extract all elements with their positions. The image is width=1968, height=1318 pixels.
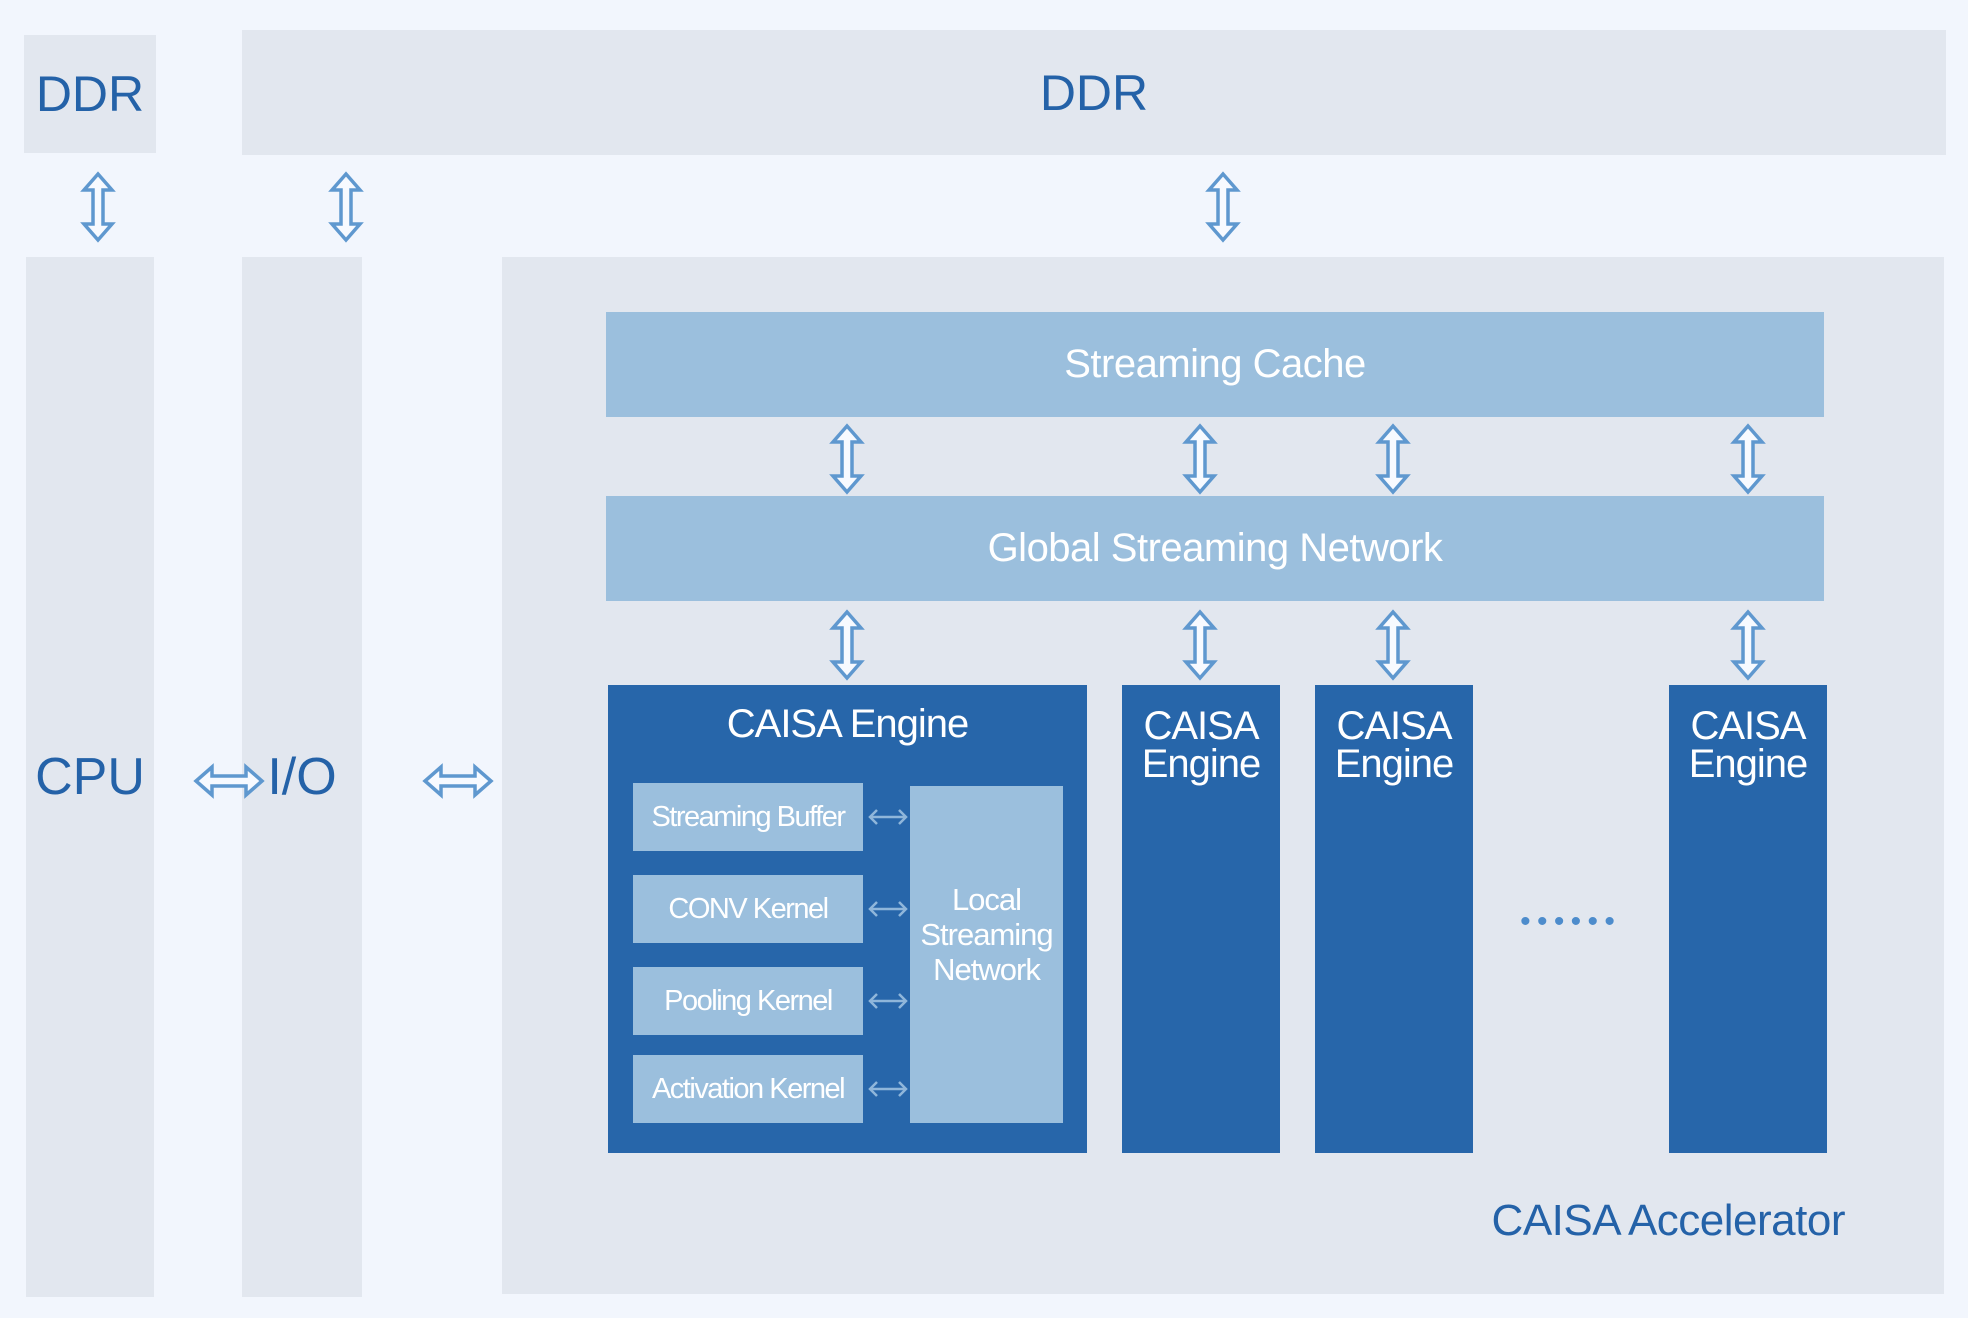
caisa-engine-main: CAISA Engine Streaming Buffer CONV Kerne… [608, 685, 1087, 1153]
vertical-double-arrow-icon [831, 610, 863, 680]
local-network-label: Local Streaming Network [920, 882, 1053, 987]
streaming-cache-label: Streaming Cache [1064, 342, 1366, 386]
small-arrows [868, 809, 908, 1097]
vertical-double-arrow-icon [1732, 424, 1764, 494]
double-arrow-icon [868, 809, 908, 825]
ddr-main-box: DDR [242, 30, 1946, 155]
engine-2-title: CAISA Engine [1141, 704, 1262, 786]
engine-main-title: CAISA Engine [726, 702, 970, 746]
vertical-double-arrow-icon [831, 424, 863, 494]
caisa-engine-2: CAISA Engine [1122, 685, 1280, 1153]
global-streaming-network: Global Streaming Network [606, 496, 1824, 601]
io-box: I/O [242, 257, 362, 1297]
engine-3-title: CAISA Engine [1334, 704, 1455, 786]
vertical-double-arrow-icon [82, 172, 114, 242]
vertical-double-arrow-icon [1184, 424, 1216, 494]
ddr-left-label: DDR [35, 66, 145, 122]
module-activation-kernel: Activation Kernel [633, 1055, 863, 1123]
double-arrow-icon [868, 1081, 908, 1097]
io-label: I/O [267, 748, 337, 806]
horizontal-double-arrow-icon [423, 765, 493, 797]
vertical-double-arrow-icon [1377, 610, 1409, 680]
caisa-engine-n: CAISA Engine [1669, 685, 1827, 1153]
ddr-main-label: DDR [1039, 64, 1149, 121]
double-arrow-icon [868, 901, 908, 917]
caisa-engine-3: CAISA Engine [1315, 685, 1473, 1153]
module-pooling-kernel: Pooling Kernel [633, 967, 863, 1035]
accelerator-label: CAISA Accelerator [1491, 1196, 1846, 1245]
double-arrow-icon [868, 993, 908, 1009]
horizontal-double-arrow-icon [194, 765, 264, 797]
engine-n-title: CAISA Engine [1688, 704, 1809, 786]
vertical-double-arrow-icon [330, 172, 362, 242]
global-network-label: Global Streaming Network [987, 526, 1443, 570]
module-streaming-buffer: Streaming Buffer [633, 783, 863, 851]
module-conv-kernel: CONV Kernel [633, 875, 863, 943]
cpu-box: CPU [26, 257, 154, 1297]
streaming-cache: Streaming Cache [606, 312, 1824, 417]
vertical-double-arrow-icon [1732, 610, 1764, 680]
vertical-double-arrow-icon [1377, 424, 1409, 494]
ellipsis: • • • • • • [1520, 905, 1615, 938]
local-streaming-network: Local Streaming Network [910, 786, 1063, 1123]
ddr-left-box: DDR [24, 35, 156, 153]
vertical-double-arrow-icon [1207, 172, 1239, 242]
vertical-double-arrow-icon [1184, 610, 1216, 680]
cpu-label: CPU [35, 748, 145, 806]
